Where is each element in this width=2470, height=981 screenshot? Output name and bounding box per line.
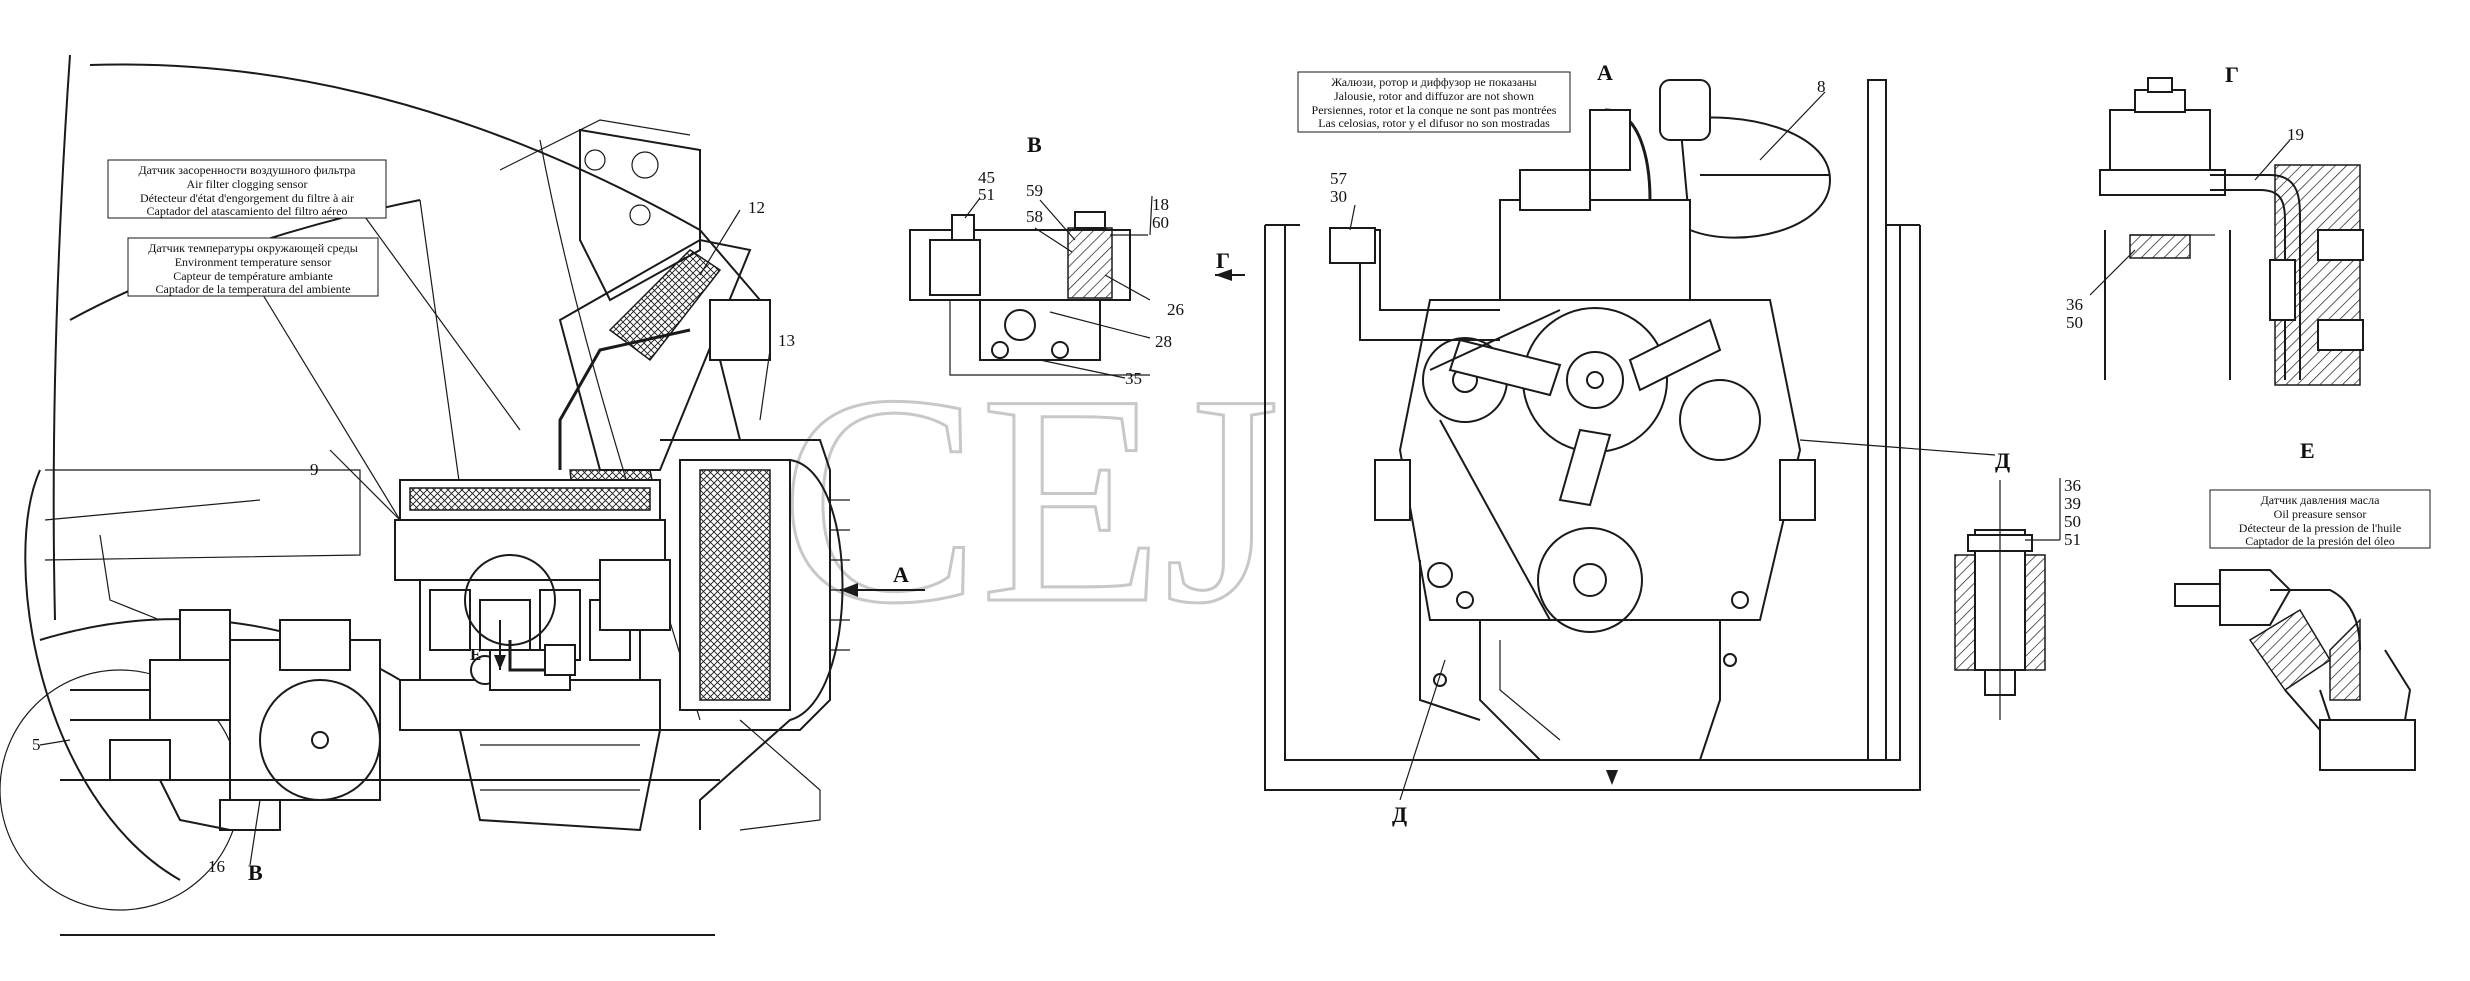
callout-a-8: 8 [1817,77,1826,96]
callout-d-50: 50 [2064,512,2081,531]
svg-text:Датчик засоренности воздушного: Датчик засоренности воздушного фильтра [138,163,356,177]
svg-text:Oil preasure sensor: Oil preasure sensor [2274,507,2367,521]
callout-13: 13 [778,331,795,350]
view-g-arrow-label: Г [1216,248,1230,273]
svg-text:Las celosias, rotor y el difus: Las celosias, rotor y el difusor no son … [1318,116,1550,130]
svg-text:Détecteur de la pression de l': Détecteur de la pression de l'huile [2239,521,2401,535]
watermark: CEJ [780,333,1280,665]
view-b-reference: В [248,860,263,885]
view-d-reference: Д [1392,802,1407,827]
view-b-title: В [1027,132,1042,157]
callout-b-45: 45 [978,168,995,187]
callout-a-30: 30 [1330,187,1347,206]
callout-g-36: 36 [2066,295,2083,314]
callout-g-50: 50 [2066,313,2083,332]
view-a-arrow-label: А [893,562,909,587]
detail-view-g: Г [2089,62,2364,386]
note-environment-temperature-sensor: Датчик температуры окружающей среды Envi… [127,237,379,297]
view-d-title: Д [1995,448,2010,473]
front-view-a: А [1264,60,1996,801]
svg-text:Environment temperature sensor: Environment temperature sensor [175,255,332,269]
callout-16: 16 [208,857,225,876]
callout-b-59: 59 [1026,181,1043,200]
svg-text:Жалюзи, ротор и диффузор не по: Жалюзи, ротор и диффузор не показаны [1331,75,1536,89]
callout-b-58: 58 [1026,207,1043,226]
svg-text:Air filter clogging sensor: Air filter clogging sensor [187,177,308,191]
detail-view-e: Е [2174,438,2416,771]
callout-d-36: 36 [2064,476,2081,495]
view-e-reference: E [470,645,481,664]
callout-b-28: 28 [1155,332,1172,351]
callout-d-51: 51 [2064,530,2081,549]
callout-g-19: 19 [2287,125,2304,144]
callout-12: 12 [748,198,765,217]
view-a-title: А [1597,60,1613,85]
svg-text:Captador de la temperatura del: Captador de la temperatura del ambiente [156,282,351,296]
svg-text:Capteur de température ambiant: Capteur de température ambiante [173,269,333,283]
note-air-filter-sensor: Датчик засоренности воздушного фильтра A… [107,159,387,219]
detail-view-b: В Г [909,132,1245,379]
callout-5: 5 [32,735,41,754]
note-oil-pressure-sensor: Датчик давления масла Oil preasure senso… [2209,489,2431,549]
note-jalousie: Жалюзи, ротор и диффузор не показаны Jal… [1297,71,1571,133]
svg-text:Captador de la presión del óle: Captador de la presión del óleo [2245,534,2395,548]
svg-text:Датчик давления масла: Датчик давления масла [2261,493,2381,507]
callout-b-51: 51 [978,185,995,204]
callout-b-35: 35 [1125,369,1142,388]
svg-text:Détecteur d'état d'engorgement: Détecteur d'état d'engorgement du filtre… [140,191,354,205]
svg-text:Датчик температуры окружающей: Датчик температуры окружающей среды [148,241,358,255]
callout-a-57: 57 [1330,169,1348,188]
view-g-title: Г [2225,62,2239,87]
callout-b-26: 26 [1167,300,1184,319]
callout-d-39: 39 [2064,494,2081,513]
svg-text:Captador del atascamiento del: Captador del atascamiento del filtro aér… [147,204,348,218]
callout-b-18: 18 [1152,195,1169,214]
callout-b-60: 60 [1152,213,1169,232]
view-e-title: Е [2300,438,2315,463]
side-view-engine [0,54,925,936]
svg-text:Persiennes, rotor et la conque: Persiennes, rotor et la conque ne sont p… [1312,103,1557,117]
svg-text:Jalousie, rotor and diffuzor a: Jalousie, rotor and diffuzor are not sho… [1334,89,1534,103]
callout-9: 9 [310,460,319,479]
detail-view-d: Д [1954,448,2061,720]
